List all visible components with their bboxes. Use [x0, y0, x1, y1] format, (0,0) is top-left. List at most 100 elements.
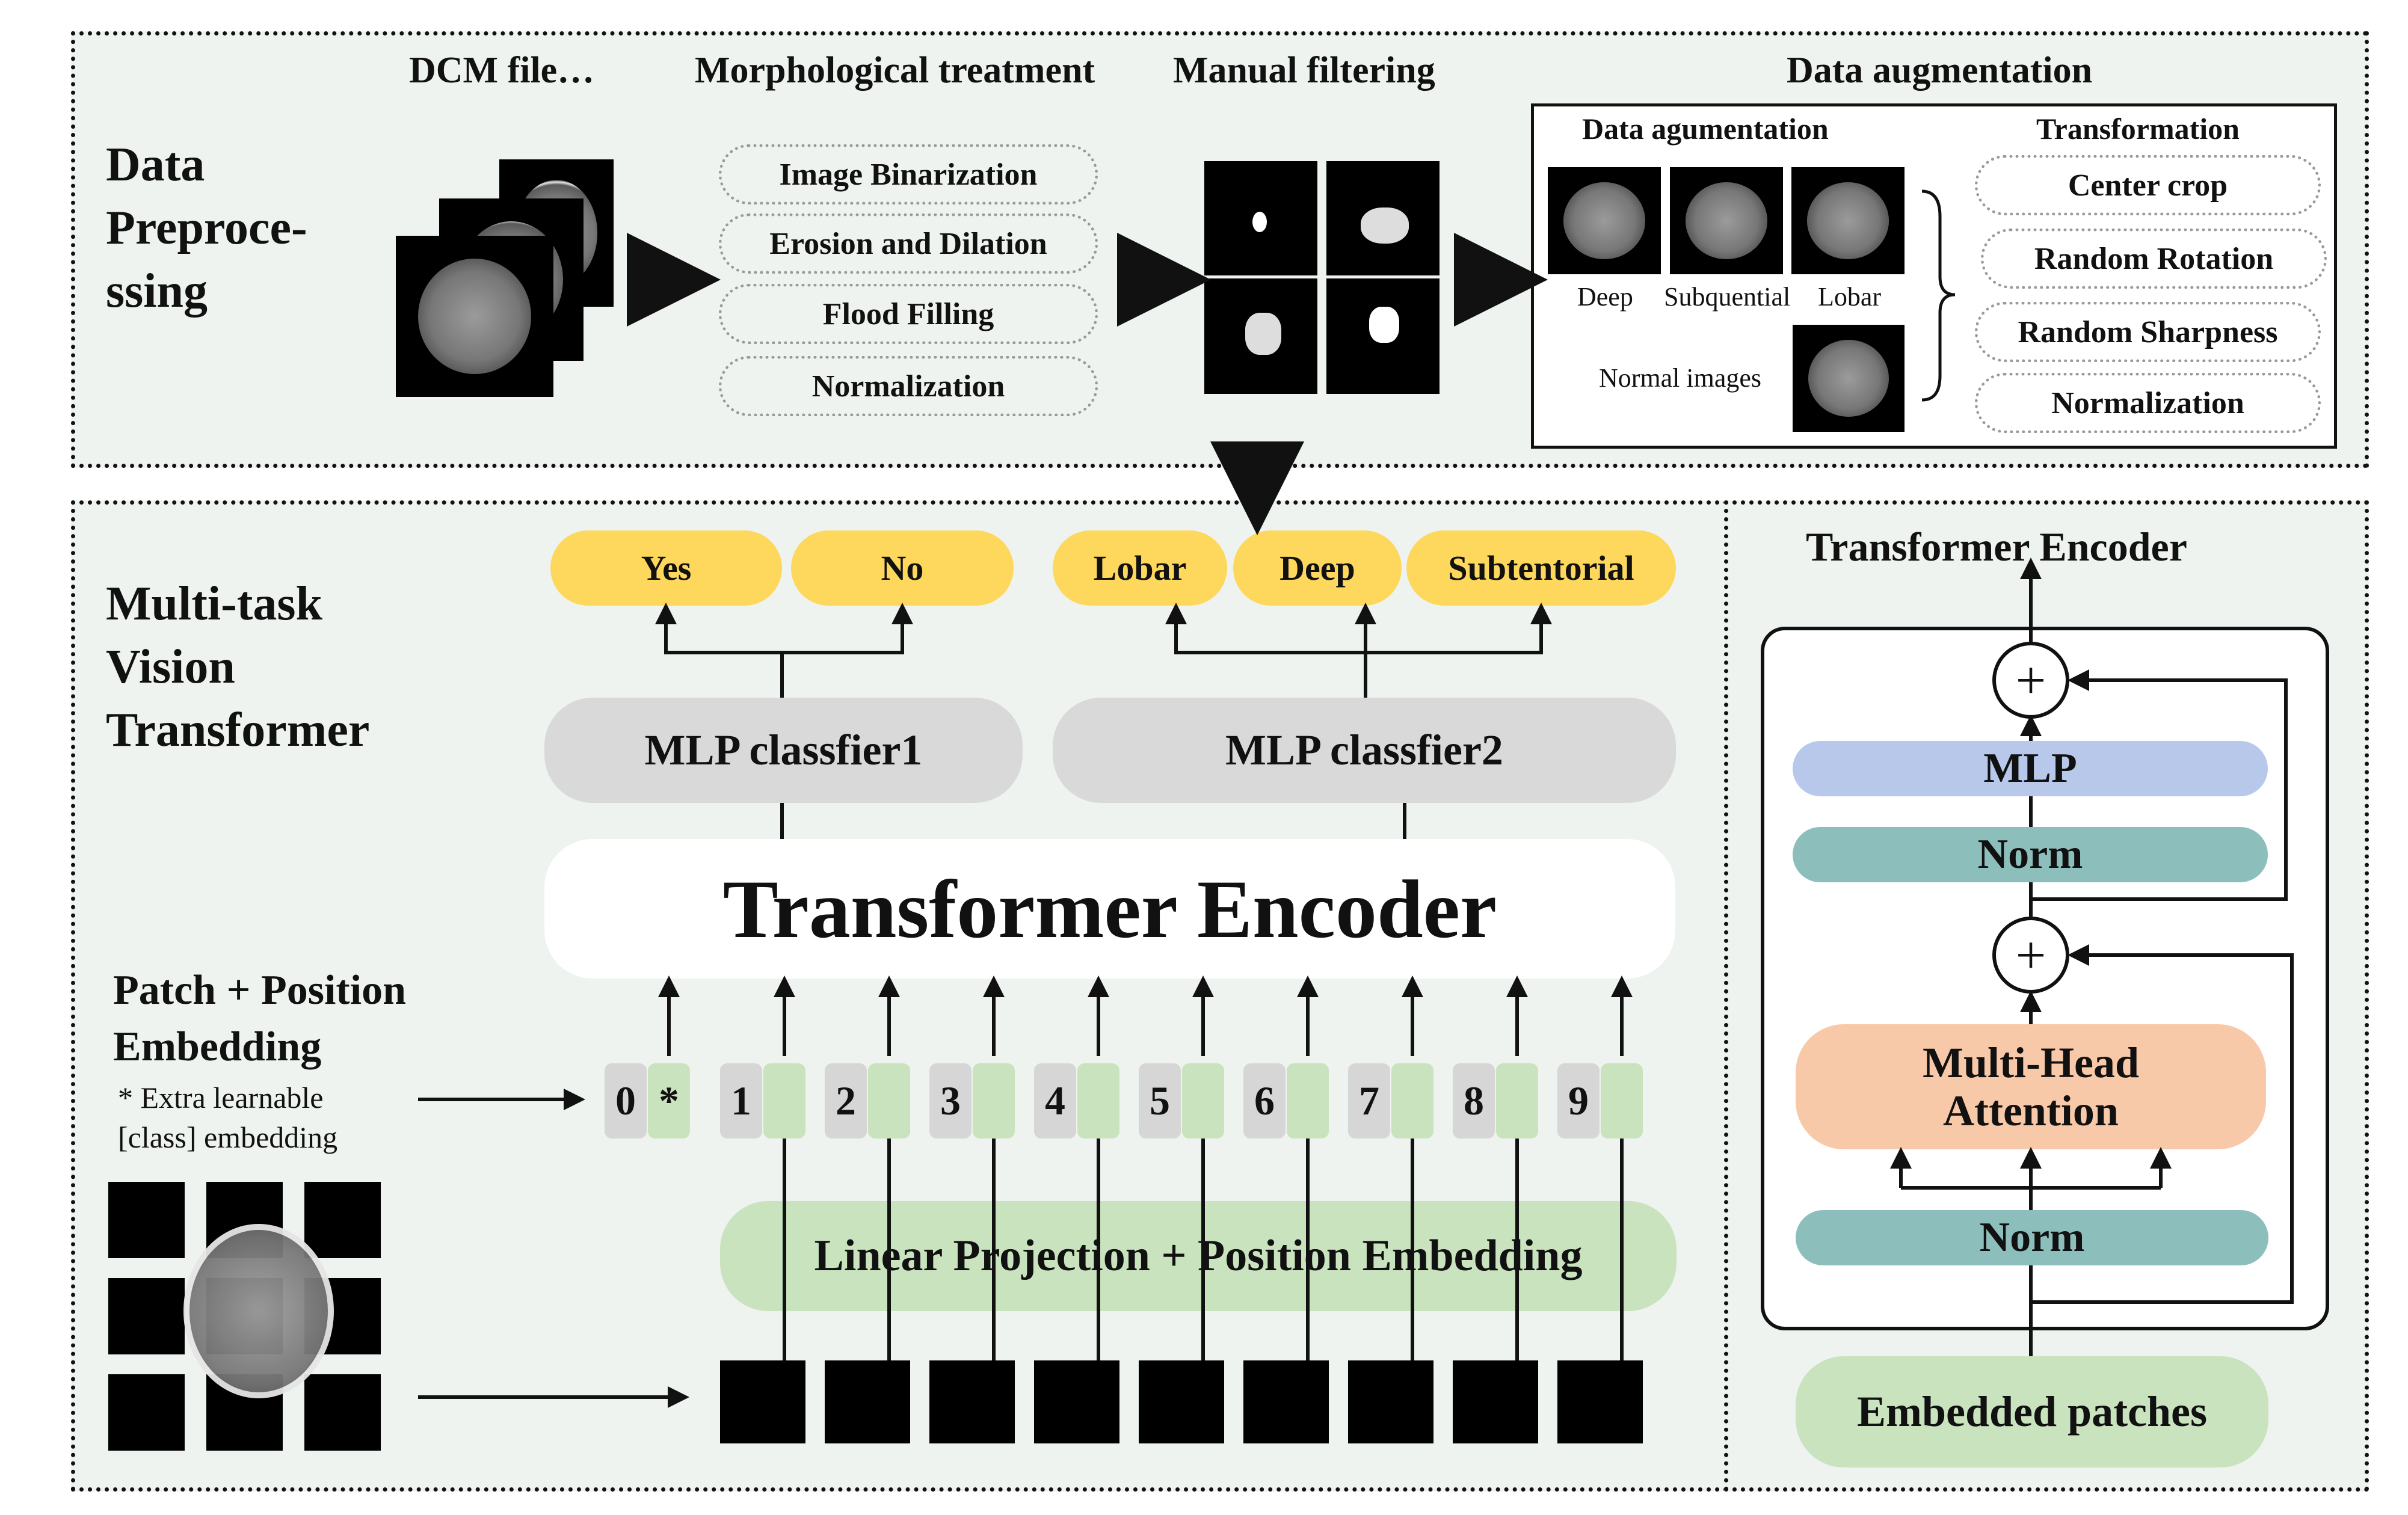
- patch-token-index: 2: [825, 1063, 867, 1139]
- patch-token-index: 6: [1243, 1063, 1286, 1139]
- output-yes: Yes: [550, 530, 782, 606]
- residual-top: [2031, 669, 2288, 901]
- flattened-patch: [1453, 1360, 1538, 1443]
- patch-token-index: 3: [929, 1063, 972, 1139]
- patch-token-embedding: [1391, 1063, 1433, 1139]
- sample-subquential-image: [1670, 167, 1783, 274]
- attention-line: Multi-Head: [1923, 1039, 2139, 1087]
- image-patch: [108, 1182, 185, 1258]
- output-no: No: [791, 530, 1014, 606]
- sample-deep-image: [1548, 167, 1661, 274]
- flattened-patch: [825, 1360, 910, 1443]
- output-lobar: Lobar: [1053, 530, 1227, 606]
- patch-token-embedding: [1287, 1063, 1329, 1139]
- dcm-slice-front: [396, 236, 553, 397]
- patch-token-embedding: [1601, 1063, 1643, 1139]
- encoder-detail-title: Transformer Encoder: [1806, 524, 2187, 570]
- morph-step-flood: Flood Filling: [719, 284, 1098, 344]
- encoder-norm-top: Norm: [1793, 827, 2268, 882]
- flattened-patch: [1557, 1360, 1643, 1443]
- brain-scan-overlay: [183, 1224, 334, 1398]
- sample-label-lobar: Lobar: [1818, 282, 1882, 312]
- patch-embedding-title-line: Patch + Position: [113, 967, 407, 1013]
- patch-token-index: 9: [1557, 1063, 1600, 1139]
- preprocessing-title-line: ssing: [106, 265, 208, 318]
- arrow-to-yes: [655, 603, 784, 698]
- transform-random-sharpness: Random Sharpness: [1975, 302, 2321, 362]
- filter-header: Manual filtering: [1173, 50, 1435, 91]
- embedded-patches: Embedded patches: [1796, 1356, 2268, 1467]
- mlp-classifier-1: MLP classfier1: [544, 698, 1023, 803]
- flattened-patch: [1139, 1360, 1224, 1443]
- attention-line: Attention: [1943, 1087, 2119, 1135]
- flattened-patch: [1348, 1360, 1433, 1443]
- brace: [1921, 189, 1956, 402]
- encoder-attention: Multi-Head Attention: [1796, 1024, 2266, 1149]
- patch-token-index: 4: [1034, 1063, 1076, 1139]
- sample-label-deep: Deep: [1577, 282, 1633, 312]
- preprocessing-title-line: Preproce-: [106, 201, 307, 254]
- patch-token-embedding: [763, 1063, 805, 1139]
- mtvit-title-line: Vision: [106, 641, 235, 693]
- image-patch: [304, 1182, 381, 1258]
- class-token-index: 0: [605, 1063, 647, 1139]
- augment-left-header: Data agumentation: [1582, 112, 1829, 146]
- mask-blob: [1252, 212, 1267, 232]
- morph-step-binarization: Image Binarization: [719, 144, 1098, 204]
- sample-label-subquential: Subquential: [1664, 282, 1791, 312]
- mask-blob: [1369, 307, 1399, 343]
- patch-token-embedding: [1496, 1063, 1538, 1139]
- morph-step-erosion: Erosion and Dilation: [719, 214, 1098, 274]
- patch-embedding-title-line: Embedding: [113, 1024, 322, 1070]
- patch-token-index: 7: [1348, 1063, 1390, 1139]
- extra-note-line: [class] embedding: [118, 1120, 338, 1154]
- patch-token-index: 5: [1139, 1063, 1181, 1139]
- encoder-norm-bottom: Norm: [1796, 1210, 2268, 1265]
- augment-header: Data augmentation: [1787, 50, 2093, 91]
- normal-images-label: Normal images: [1599, 363, 1762, 393]
- transform-center-crop: Center crop: [1975, 155, 2321, 215]
- flattened-patch: [720, 1360, 805, 1443]
- patch-token-index: 1: [720, 1063, 762, 1139]
- mlp-classifier-2: MLP classfier2: [1053, 698, 1676, 803]
- arrow-to-subtentorial: [1366, 603, 1552, 654]
- preprocessing-title: Data Preproce- ssing: [106, 134, 307, 323]
- mask-blob: [1361, 207, 1409, 244]
- transformer-encoder-block: Transformer Encoder: [544, 839, 1675, 979]
- image-patch: [108, 1278, 185, 1354]
- augment-right-header: Transformation: [2036, 112, 2240, 146]
- transform-normalization: Normalization: [1975, 373, 2321, 433]
- mtvit-title: Multi-task Vision Transformer: [106, 573, 369, 762]
- morph-header: Morphological treatment: [695, 50, 1095, 91]
- sample-lobar-image: [1791, 167, 1905, 274]
- morph-step-normalization: Normalization: [719, 356, 1098, 416]
- encoder-mlp: MLP: [1793, 741, 2268, 796]
- residual-add-top: +: [1992, 642, 2069, 719]
- output-deep: Deep: [1233, 530, 1402, 606]
- extra-note-line: * Extra learnable: [118, 1081, 324, 1114]
- patch-token-embedding: [868, 1063, 910, 1139]
- normal-image: [1793, 325, 1905, 432]
- arrow-to-lobar: [1165, 603, 1367, 698]
- mask-blob: [1245, 313, 1281, 355]
- patch-token-embedding: [1182, 1063, 1224, 1139]
- mtvit-title-line: Multi-task: [106, 577, 322, 630]
- patch-token-embedding: [1077, 1063, 1119, 1139]
- patch-embedding-title: Patch + Position Embedding: [113, 962, 406, 1075]
- flattened-patch: [929, 1360, 1015, 1443]
- transform-random-rotation: Random Rotation: [1981, 229, 2327, 289]
- patch-token-embedding: [973, 1063, 1015, 1139]
- mtvit-title-line: Transformer: [106, 704, 370, 757]
- image-patch: [304, 1374, 381, 1451]
- flattened-patch: [1243, 1360, 1329, 1443]
- flattened-patch: [1034, 1360, 1119, 1443]
- residual-bottom: [2031, 944, 2294, 1304]
- patch-token-index: 8: [1453, 1063, 1495, 1139]
- arrow-to-no: [782, 603, 913, 654]
- extra-learnable-note: * Extra learnable [class] embedding: [118, 1078, 337, 1157]
- preprocessing-title-line: Data: [106, 138, 205, 191]
- output-subtentorial: Subtentorial: [1406, 530, 1676, 606]
- image-patch: [108, 1374, 185, 1451]
